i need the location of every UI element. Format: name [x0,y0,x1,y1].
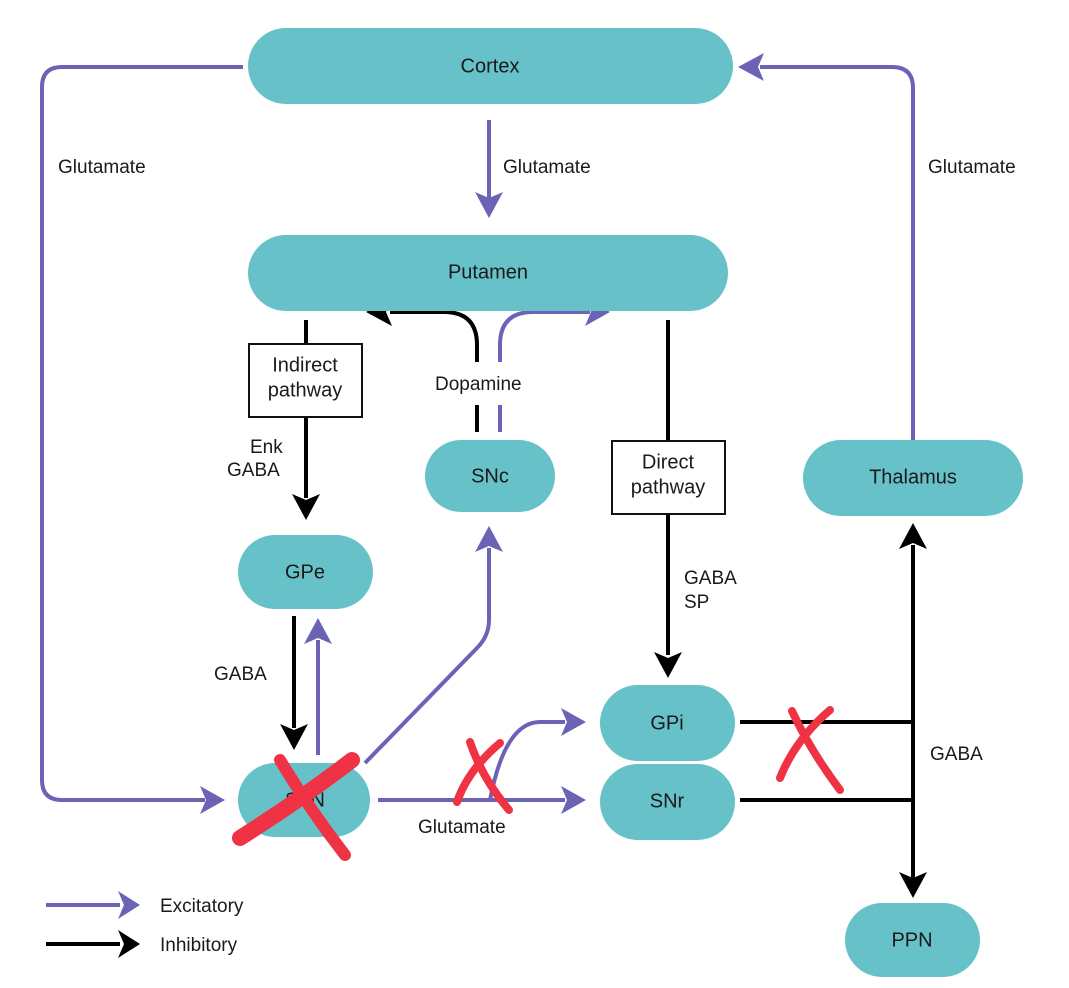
node-gpe: GPe [238,535,373,609]
legend-excitatory: Excitatory [46,891,244,919]
indirect-pathway-box: Indirect pathway [248,343,363,418]
node-thalamus-label: Thalamus [869,466,957,488]
node-ppn: PPN [845,903,980,977]
lesion-mark-stn-output [453,738,513,814]
node-ppn-label: PPN [891,929,932,951]
node-cortex-label: Cortex [461,55,520,77]
node-thalamus: Thalamus [803,440,1023,516]
edge-stn-to-gpe [304,618,332,755]
edge-stn-to-gpi [488,708,586,801]
legend-excitatory-label: Excitatory [160,896,244,917]
lesion-mark-stn [232,752,360,861]
direct-pathway-box: Direct pathway [611,440,726,515]
node-snr-label: SNr [650,790,685,812]
lesion-mark-gpi-snr-output [776,706,844,794]
edge-thalamus-to-cortex [738,53,915,440]
edge-cortex-to-putamen [475,120,503,218]
node-snc: SNc [425,440,555,512]
direct-pathway-line1: Direct [642,451,695,473]
label-glutamate-stn: Glutamate [418,817,506,838]
edge-cortex-to-stn [40,65,243,814]
label-glutamate-left: Glutamate [58,157,146,178]
edge-gpi-snr-output [740,523,927,898]
label-sp-direct: SP [684,592,709,613]
edge-putamen-to-gpi [654,320,682,678]
edge-snc-to-putamen-inhibitory [366,298,479,432]
node-snc-label: SNc [471,465,509,487]
node-gpi-label: GPi [650,712,683,734]
node-snr: SNr [600,764,735,840]
label-enk: Enk [250,437,283,458]
indirect-pathway-line1: Indirect [272,354,338,376]
node-putamen: Putamen [248,235,728,311]
label-gaba-indirect: GABA [227,460,280,481]
edge-stn-to-snc [363,526,503,765]
label-gaba-gpe-stn: GABA [214,664,267,685]
node-gpi: GPi [600,685,735,761]
legend: Excitatory Inhibitory [46,891,244,958]
label-gaba-direct: GABA [684,568,737,589]
label-dopamine: Dopamine [435,374,522,395]
edge-gpe-to-stn [280,616,308,750]
legend-inhibitory: Inhibitory [46,930,238,958]
label-glutamate-center: Glutamate [503,157,591,178]
node-cortex: Cortex [248,28,733,104]
edge-putamen-to-gpe [292,320,320,520]
edge-stn-to-snr [378,786,586,814]
direct-pathway-line2: pathway [631,476,706,498]
label-gaba-output: GABA [930,744,983,765]
node-gpe-label: GPe [285,561,325,583]
edge-snc-to-putamen-excitatory [498,298,610,432]
node-putamen-label: Putamen [448,261,528,283]
legend-inhibitory-label: Inhibitory [160,935,238,956]
indirect-pathway-line2: pathway [268,379,343,401]
label-glutamate-right: Glutamate [928,157,1016,178]
